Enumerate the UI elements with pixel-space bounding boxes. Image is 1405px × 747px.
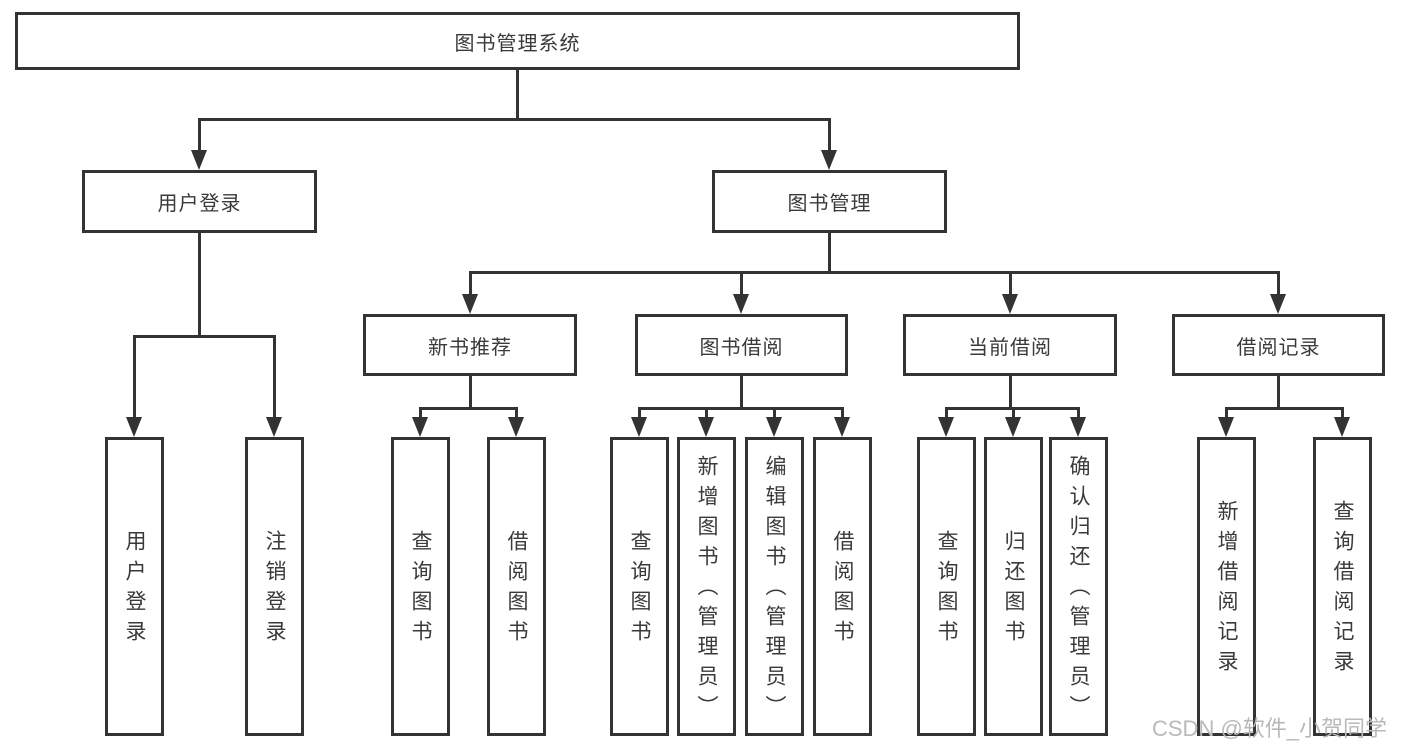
arrowhead-borrow-leaf3-icon [766,417,782,437]
leaf-user-login: 用户登录 [105,437,164,736]
connector-records-leaf1 [1225,407,1228,421]
leaf-borrow-books: 借阅图书 [813,437,872,736]
connector-to-borrow [740,271,743,296]
arrowhead-newrec-leaf2-icon [508,417,524,437]
connector-newrec-branch [419,407,518,410]
arrowhead-borrow-leaf1-icon [631,417,647,437]
connector-borrow-leaf2 [705,407,708,421]
connector-root-to-bookmgmt [828,118,831,152]
connector-current-stem [1009,376,1012,407]
arrowhead-current-leaf3-icon [1070,417,1086,437]
connector-root-to-userlogin [198,118,201,152]
connector-borrow-leaf4 [841,407,844,421]
connector-to-newrec [469,271,472,296]
arrowhead-bookmgmt-icon [821,150,837,170]
leaf-borrow-books-recommend: 借阅图书 [487,437,546,736]
arrowhead-leaf-userlogin-icon [126,417,142,437]
arrowhead-current-leaf1-icon [938,417,954,437]
connector-to-current [1009,271,1012,296]
connector-newrec-stem [469,376,472,407]
connector-root-branch [198,118,831,121]
node-user-login: 用户登录 [82,170,317,233]
connector-borrow-leaf3 [773,407,776,421]
arrowhead-current-leaf2-icon [1005,417,1021,437]
arrowhead-records-icon [1270,294,1286,314]
connector-bookmgmt-stem [828,233,831,273]
connector-current-leaf3 [1077,407,1080,421]
arrowhead-records-leaf2-icon [1334,417,1350,437]
csdn-watermark: CSDN @软件_小贺同学 [1152,716,1388,741]
connector-borrow-leaf1 [638,407,641,421]
arrowhead-newrec-icon [462,294,478,314]
arrowhead-records-leaf1-icon [1218,417,1234,437]
connector-borrow-stem [740,376,743,407]
arrowhead-newrec-leaf1-icon [412,417,428,437]
leaf-query-borrow-record: 查询借阅记录 [1313,437,1372,736]
leaf-add-book-admin: 新增图书（管理员） [677,437,736,736]
connector-borrow-branch [638,407,844,410]
leaf-add-borrow-record: 新增借阅记录 [1197,437,1256,736]
connector-root-stem [516,70,519,118]
arrowhead-current-icon [1002,294,1018,314]
leaf-query-books-borrow: 查询图书 [610,437,669,736]
node-current-borrow: 当前借阅 [903,314,1117,376]
connector-to-leaf-logout [273,335,276,421]
leaf-edit-book-admin: 编辑图书（管理员） [745,437,804,736]
connector-current-leaf1 [945,407,948,421]
connector-records-branch [1225,407,1344,410]
connector-records-leaf2 [1341,407,1344,421]
node-new-book-recommend: 新书推荐 [363,314,577,376]
connector-userlogin-branch [133,335,276,338]
node-borrow-records: 借阅记录 [1172,314,1385,376]
connector-newrec-leaf1 [419,407,422,421]
leaf-return-book: 归还图书 [984,437,1043,736]
connector-to-leaf-userlogin [133,335,136,421]
arrowhead-leaf-logout-icon [266,417,282,437]
leaf-logout: 注销登录 [245,437,304,736]
connector-records-stem [1277,376,1280,407]
node-book-management: 图书管理 [712,170,947,233]
leaf-confirm-return-admin: 确认归还（管理员） [1049,437,1108,736]
connector-bookmgmt-branch [469,271,1280,274]
arrowhead-userlogin-icon [191,150,207,170]
arrowhead-borrow-leaf2-icon [698,417,714,437]
arrowhead-borrow-icon [733,294,749,314]
arrowhead-borrow-leaf4-icon [834,417,850,437]
connector-current-leaf2 [1012,407,1015,421]
node-book-borrow: 图书借阅 [635,314,848,376]
connector-newrec-leaf2 [515,407,518,421]
leaf-query-books-recommend: 查询图书 [391,437,450,736]
node-library-system: 图书管理系统 [15,12,1020,70]
connector-to-records [1277,271,1280,296]
connector-userlogin-stem [198,233,201,335]
leaf-query-books-current: 查询图书 [917,437,976,736]
